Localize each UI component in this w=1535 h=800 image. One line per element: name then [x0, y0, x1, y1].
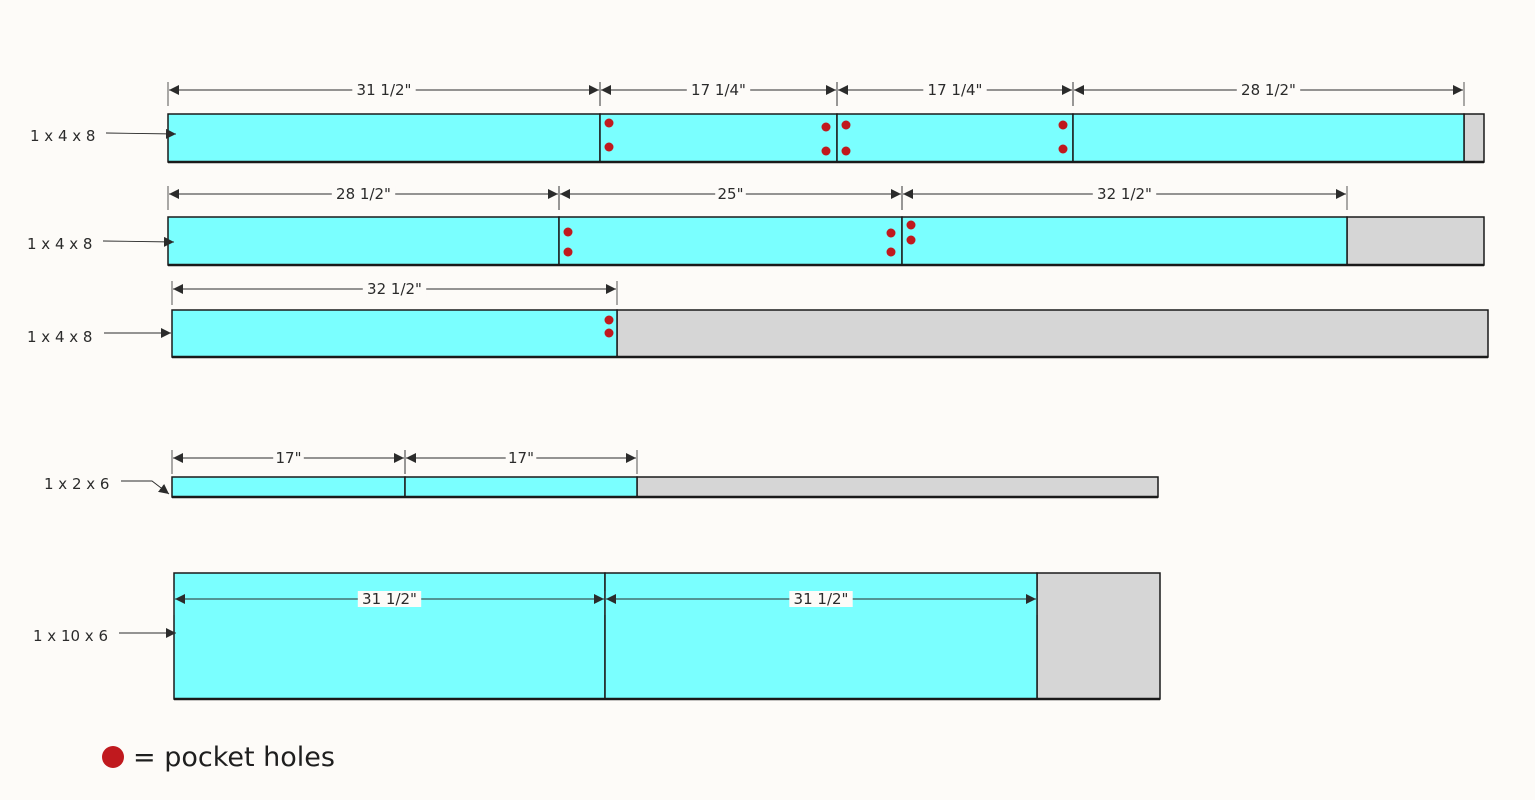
- cut-piece: [404, 476, 638, 498]
- dimension-label: 31 1/2": [357, 81, 412, 99]
- cut-piece: [167, 216, 560, 266]
- pocket-hole-icon: [821, 146, 831, 156]
- waste-offcut: [636, 476, 1159, 498]
- pocket-hole-icon: [604, 328, 614, 338]
- legend-label: = pocket holes: [133, 742, 335, 773]
- pocket-hole-icon: [841, 146, 851, 156]
- dimension-label: 17": [276, 449, 302, 467]
- dimension-label: 28 1/2": [1241, 81, 1296, 99]
- dimension-label-gap: [1236, 82, 1301, 98]
- cut-piece: [1072, 113, 1465, 163]
- board-label: 1 x 4 x 8: [30, 127, 95, 145]
- pocket-hole-icon: [1058, 120, 1068, 130]
- pocket-hole-icon: [563, 227, 573, 237]
- board-4: 17" 17" 1 x 2 x 6: [44, 449, 1159, 499]
- boards-layer: 31 1/2"17 1/4"17 1/4"28 1/2"1 x 4 x 828 …: [27, 81, 1489, 701]
- dimension-label-gap: [715, 186, 746, 202]
- dimension-label: 32 1/2": [367, 280, 422, 298]
- dimension-label-gap: [505, 450, 537, 466]
- pocket-hole-dot-icon: [102, 746, 124, 768]
- cut-piece: [599, 113, 838, 163]
- legend: = pocket holes: [102, 742, 335, 773]
- pocket-hole-icon: [604, 142, 614, 152]
- pocket-hole-icon: [906, 220, 916, 230]
- cut-piece: [171, 309, 618, 358]
- cut-piece: [171, 476, 406, 498]
- board-5: 31 1/2" 31 1/2" 1 x 10 x 6: [33, 572, 1161, 701]
- pocket-hole-icon: [821, 122, 831, 132]
- board-label: 1 x 4 x 8: [27, 328, 92, 346]
- pocket-hole-icon: [906, 235, 916, 245]
- cut-piece: [167, 113, 601, 163]
- dimension-label-gap: [352, 82, 416, 98]
- waste-offcut: [1036, 572, 1161, 700]
- dimension-label-gap: [789, 591, 853, 607]
- dimension-label: 31 1/2": [794, 590, 849, 608]
- cut-piece: [558, 216, 903, 266]
- leader-arrow: [121, 480, 170, 495]
- dimension-label-gap: [923, 82, 987, 98]
- waste-offcut: [1346, 216, 1485, 266]
- pocket-hole-icon: [886, 228, 896, 238]
- dimension-label-gap: [1092, 186, 1157, 202]
- dimension-label-gap: [331, 186, 396, 202]
- pocket-hole-icon: [563, 247, 573, 257]
- board-1: 31 1/2" 17 1/4" 17 1/4" 28 1/2" 1 x 4 x 8: [30, 81, 1485, 164]
- dimension-label: 31 1/2": [362, 590, 417, 608]
- dimension-label-gap: [357, 591, 422, 607]
- board-label: 1 x 10 x 6: [33, 627, 108, 645]
- dimension-label: 28 1/2": [336, 185, 391, 203]
- dimension-label-gap: [273, 450, 304, 466]
- dimension-label-gap: [686, 82, 751, 98]
- board-label: 1 x 2 x 6: [44, 475, 109, 493]
- pocket-hole-icon: [1058, 144, 1068, 154]
- pocket-hole-icon: [604, 315, 614, 325]
- dimension-label: 17": [508, 449, 534, 467]
- board-label: 1 x 4 x 8: [27, 235, 92, 253]
- pocket-hole-icon: [604, 118, 614, 128]
- dimension-label: 25": [718, 185, 744, 203]
- waste-offcut: [1463, 113, 1485, 163]
- waste-offcut: [616, 309, 1489, 358]
- dimension-label-gap: [362, 281, 427, 297]
- board-2: 28 1/2" 25" 32 1/2" 1 x 4 x 8: [27, 185, 1485, 267]
- cut-piece: [836, 113, 1074, 163]
- dimension-label: 17 1/4": [691, 81, 746, 99]
- cut-piece: [901, 216, 1348, 266]
- pocket-hole-icon: [841, 120, 851, 130]
- leader-arrow: [105, 128, 177, 139]
- board-3: 32 1/2" 1 x 4 x 8: [27, 280, 1489, 359]
- dimension-label: 17 1/4": [928, 81, 983, 99]
- leader-arrow: [102, 236, 175, 247]
- pocket-hole-icon: [886, 247, 896, 257]
- dimension-label: 32 1/2": [1097, 185, 1152, 203]
